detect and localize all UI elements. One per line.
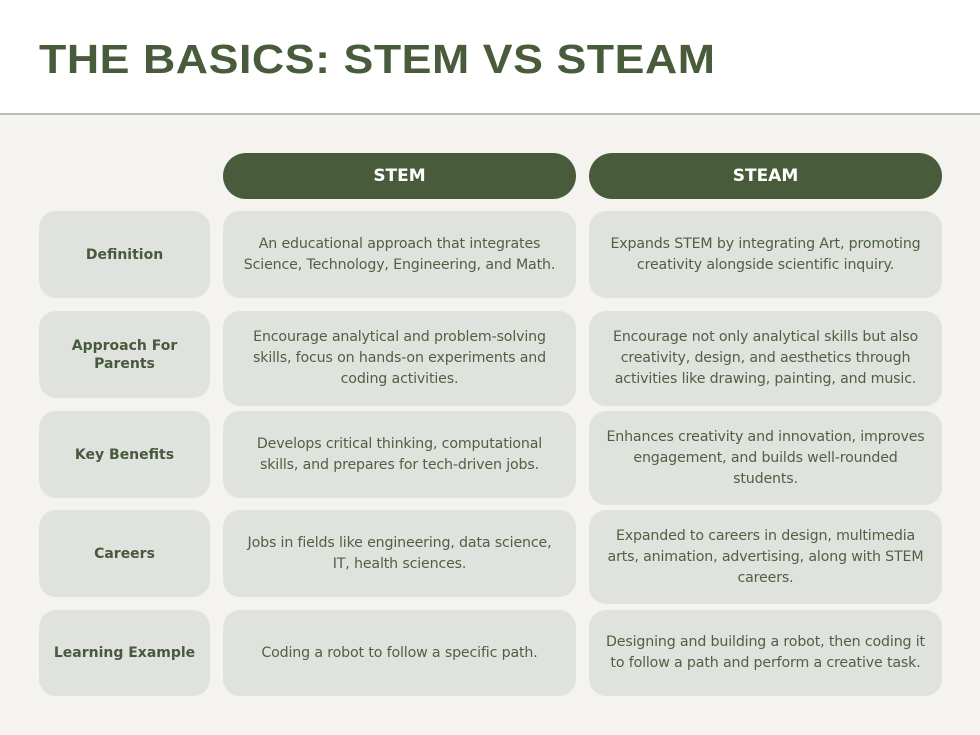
stem-cell: Develops critical thinking, computationa… [223,411,576,498]
row-label: Key Benefits [39,411,210,498]
stem-cell: Coding a robot to follow a specific path… [223,610,576,696]
page-title: THE BASICS: STEM VS STEAM [39,36,716,82]
row-label: Careers [39,510,210,597]
steam-cell: Expands STEM by integrating Art, promoti… [589,211,942,298]
stem-cell: An educational approach that integrates … [223,211,576,298]
column-header-steam: STEAM [589,153,942,199]
row-label: Learning Example [39,610,210,696]
steam-cell: Enhances creativity and innovation, impr… [589,411,942,505]
title-bar: THE BASICS: STEM VS STEAM [0,0,980,115]
column-header-stem: STEM [223,153,576,199]
steam-cell: Designing and building a robot, then cod… [589,610,942,696]
row-label: Definition [39,211,210,298]
stem-cell: Encourage analytical and problem-solving… [223,311,576,406]
steam-cell: Expanded to careers in design, multimedi… [589,510,942,604]
stem-cell: Jobs in fields like engineering, data sc… [223,510,576,597]
steam-cell: Encourage not only analytical skills but… [589,311,942,406]
row-label: Approach For Parents [39,311,210,398]
